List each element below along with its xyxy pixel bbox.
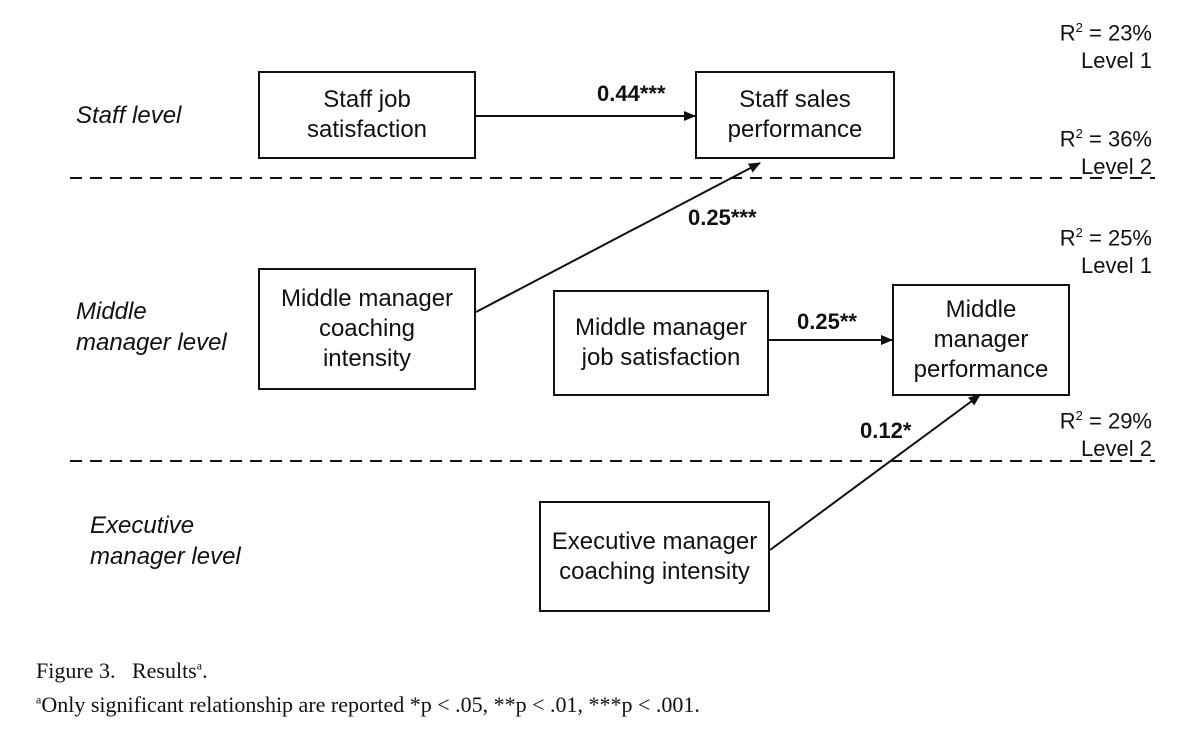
level-label-middle: Middle manager level [76,298,227,356]
figure-number: Figure 3. [36,658,116,683]
figure-title-footnote-mark: a [196,658,203,673]
coef-mm-coaching-to-staff-perf: 0.25*** [688,205,757,230]
r-squared-symbol: R [1059,408,1076,434]
coef-staff-sat-to-staff-perf: 0.44*** [597,81,666,106]
r-squared-value: = 23% [1082,20,1152,46]
box-staff-job-satisfaction: Staff job satisfaction [258,71,476,159]
box-exec-coaching-intensity: Executive manager coaching intensity [539,501,770,612]
level-label-executive: Executive manager level [90,512,241,570]
r-squared-level: Level 1 [1081,48,1152,74]
box-staff-sales-performance: Staff sales performance [695,71,895,159]
r-squared-value: = 25% [1082,225,1152,251]
figure-caption: Figure 3. Resultsa. [36,658,208,683]
r-squared-level: Level 1 [1081,253,1152,279]
figure-title: Results [131,658,197,683]
figure-note-footnote-mark: a [36,692,42,707]
r-squared-symbol: R [1059,225,1076,251]
r-squared-mm-level-2: R2 = 29% Level 2 [1022,402,1152,463]
level-label-staff: Staff level [76,102,182,129]
r-squared-exponent: 2 [1075,408,1083,423]
r-squared-level: Level 2 [1081,436,1152,462]
r-squared-exponent: 2 [1075,126,1083,141]
arrow-exec-coaching-to-mm-perf [769,394,981,551]
box-mm-coaching-intensity: Middle manager coaching intensity [258,268,476,390]
r-squared-symbol: R [1059,126,1076,152]
arrow-mm-coaching-to-staff-perf [475,162,761,313]
r-squared-exponent: 2 [1075,225,1083,240]
coef-mm-sat-to-mm-perf: 0.25** [797,309,857,334]
figure-note-text: Only significant relationship are report… [41,692,700,717]
r-squared-staff-level-1: R2 = 23% Level 1 [1022,14,1152,75]
r-squared-mm-level-1: R2 = 25% Level 1 [1022,219,1152,280]
r-squared-level: Level 2 [1081,154,1152,180]
r-squared-value: = 29% [1082,408,1152,434]
box-mm-job-satisfaction: Middle manager job satisfaction [553,290,769,396]
r-squared-staff-level-2: R2 = 36% Level 2 [1022,120,1152,181]
coef-exec-coaching-to-mm-perf: 0.12* [860,418,912,443]
r-squared-exponent: 2 [1075,20,1083,35]
figure-note: aOnly significant relationship are repor… [36,692,700,718]
box-mm-performance: Middle manager performance [892,284,1070,396]
r-squared-value: = 36% [1082,126,1152,152]
r-squared-symbol: R [1059,20,1076,46]
